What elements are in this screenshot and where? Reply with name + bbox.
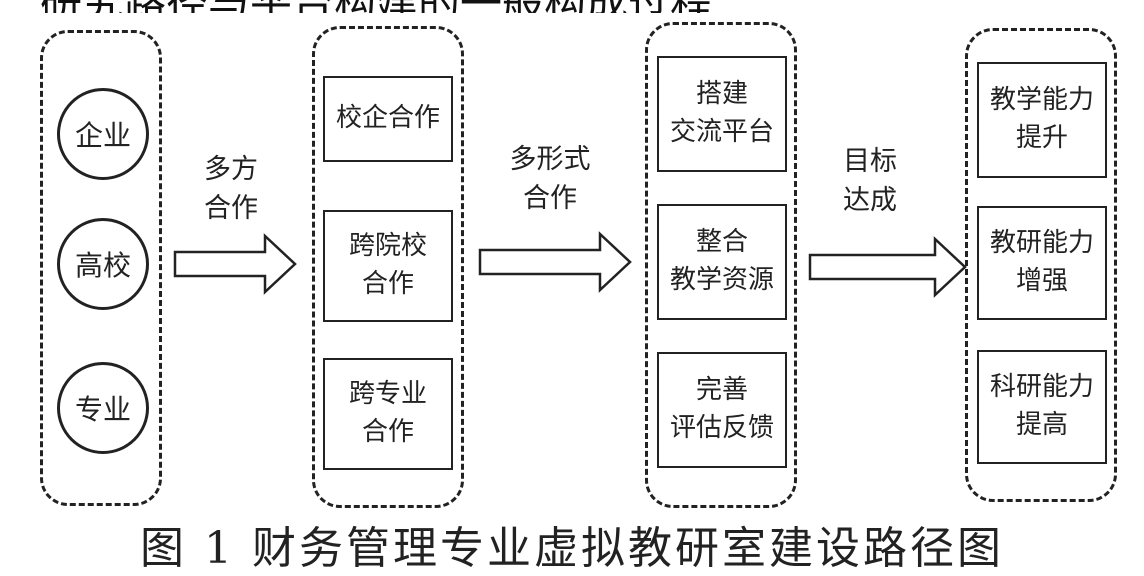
measure-feedback-line-2: 评估反馈 bbox=[669, 413, 774, 443]
subject-enterprise: 企业 bbox=[57, 88, 149, 180]
measure-feedback: 完善 评估反馈 bbox=[657, 352, 787, 468]
figure-caption: 图 1 财务管理专业虚拟教研室建设路径图 bbox=[140, 523, 1004, 574]
goal-research: 科研能力 提高 bbox=[977, 350, 1107, 464]
coop-cross-major: 跨专业 合作 bbox=[323, 358, 453, 470]
arrow-2-label: 多形式 合作 bbox=[505, 140, 595, 218]
coop-school-enterprise-line-1: 校企合作 bbox=[335, 103, 440, 134]
coop-cross-major-line-2: 合作 bbox=[361, 417, 414, 447]
arrow-3-icon bbox=[808, 236, 967, 298]
coop-cross-university: 跨院校 合作 bbox=[323, 210, 453, 322]
goal-teaching-research-line-2: 增强 bbox=[1015, 266, 1068, 296]
arrow-3-label: 目标 达成 bbox=[835, 142, 905, 220]
goal-teaching-research-line-1: 教研能力 bbox=[989, 228, 1094, 259]
measure-platform-line-2: 交流平台 bbox=[669, 117, 774, 147]
subject-university: 高校 bbox=[57, 218, 149, 310]
goal-teaching-line-1: 教学能力 bbox=[989, 85, 1094, 116]
coop-school-enterprise: 校企合作 bbox=[323, 76, 453, 162]
measures-group bbox=[645, 22, 797, 508]
arrow-2-icon bbox=[478, 231, 632, 293]
cooperation-group bbox=[312, 26, 464, 508]
arrow-1-label: 多方 合作 bbox=[196, 150, 266, 228]
measure-platform: 搭建 交流平台 bbox=[657, 56, 787, 172]
goal-teaching: 教学能力 提升 bbox=[977, 62, 1107, 178]
arrow-2-label-line-2: 合作 bbox=[523, 183, 577, 215]
coop-cross-university-line-1: 跨院校 bbox=[348, 231, 427, 262]
coop-cross-university-line-2: 合作 bbox=[361, 269, 414, 299]
arrow-3-label-line-2: 达成 bbox=[843, 185, 897, 217]
top-cropped-text-content: 研究路径与平台构建的一般构成过程 bbox=[40, 0, 712, 13]
subject-university-label: 高校 bbox=[74, 249, 131, 282]
arrow-1-label-line-2: 合作 bbox=[204, 193, 258, 225]
subjects-group bbox=[40, 30, 162, 506]
arrow-1-label-line-1: 多方 bbox=[204, 154, 258, 185]
goal-research-line-2: 提高 bbox=[1015, 410, 1068, 440]
goal-teaching-line-2: 提升 bbox=[1015, 123, 1068, 153]
goal-research-line-1: 科研能力 bbox=[989, 372, 1094, 403]
goal-teaching-research: 教研能力 增强 bbox=[977, 206, 1107, 320]
top-cropped-text: 研究路径与平台构建的一般构成过程 bbox=[0, 0, 1144, 13]
arrow-1-icon bbox=[173, 233, 297, 295]
goals-group bbox=[965, 28, 1117, 502]
subject-enterprise-label: 企业 bbox=[74, 119, 131, 152]
subject-major: 专业 bbox=[57, 362, 149, 454]
coop-cross-major-line-1: 跨专业 bbox=[348, 379, 427, 410]
measure-resources-line-2: 教学资源 bbox=[669, 265, 774, 295]
arrow-2-label-line-1: 多形式 bbox=[509, 144, 591, 175]
measure-platform-line-1: 搭建 bbox=[695, 79, 748, 110]
measure-resources-line-1: 整合 bbox=[695, 227, 748, 258]
arrow-3-label-line-1: 目标 bbox=[843, 146, 897, 177]
measure-feedback-line-1: 完善 bbox=[695, 375, 748, 406]
measure-resources: 整合 教学资源 bbox=[657, 204, 787, 320]
subject-major-label: 专业 bbox=[74, 393, 131, 426]
